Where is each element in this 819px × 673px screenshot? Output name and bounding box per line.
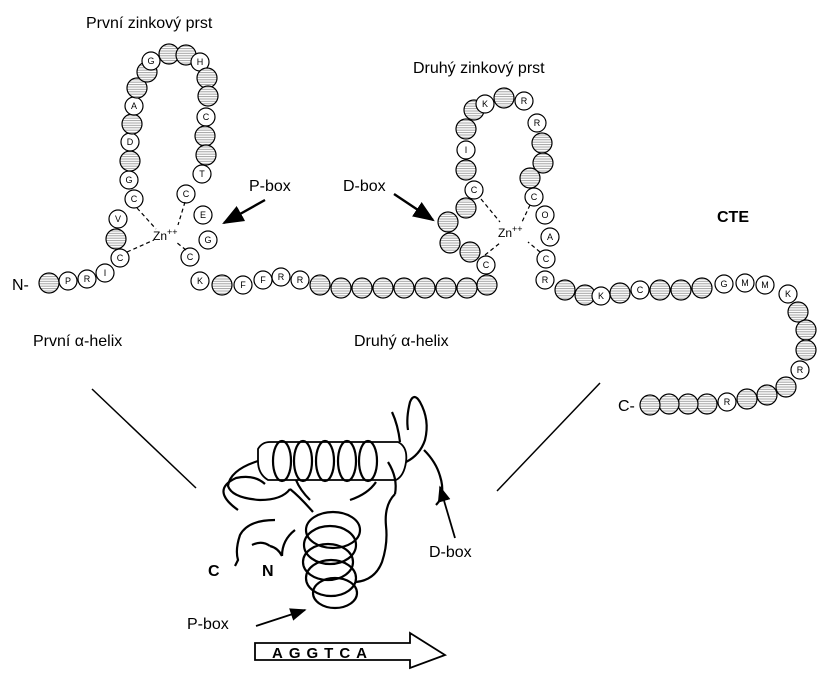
residue-label: C [543,254,550,264]
residue-label: R [534,118,541,128]
residue-label: I [104,268,107,278]
residue-label: M [761,280,769,290]
p-box-label-bottom: P-box [187,616,229,633]
second-zinc-finger-residues: C C I K R R C O A [438,88,559,289]
residue-label: C [131,194,138,204]
residue-label: G [720,279,727,289]
residue-label: K [197,276,203,286]
zinc-coordination-1: Zn++ [127,202,186,252]
residue-label: G [147,56,154,66]
cte-label: CTE [717,209,749,226]
residue-label: F [260,275,266,285]
residue-label: R [278,272,285,282]
dbd-3d-structure [223,397,442,608]
residue-label: K [785,289,791,299]
residue-label: O [541,210,548,220]
residue-label: R [542,275,549,285]
n-end-label: N [262,563,274,580]
residue-label: C [531,192,538,202]
residue-label: R [724,397,731,407]
residue-label: T [199,169,205,179]
residue-label: C [483,260,490,270]
second-helix-label: Druhý α-helix [354,333,449,350]
residue-label: C [471,185,478,195]
residue-label: M [741,278,749,288]
n-tail-residues: P R I C [39,249,129,293]
residue-label: V [115,214,121,224]
residue-label: I [465,145,468,155]
linker-residues: K F F R R [191,268,497,298]
residue-label: A [131,101,137,111]
first-finger-label: První zinkový prst [86,15,213,32]
residue-label: K [598,291,604,301]
cte-residues: K C G M M K R R [555,274,816,415]
first-helix-label: První α-helix [33,333,122,350]
d-box-label-top: D-box [343,178,386,195]
residue-label: C [183,189,190,199]
c-terminus-label: C- [618,398,635,415]
d-box-arrow-bottom [440,487,455,538]
residue-label: C [637,285,644,295]
residue-label: R [797,365,804,375]
residue-label: R [84,274,91,284]
c-end-label: C [208,563,220,580]
p-box-arrow-bottom [256,610,305,626]
residue-label: K [482,99,488,109]
residue-label: H [197,57,204,67]
second-finger-label: Druhý zinkový prst [413,60,545,77]
residue-label: C [117,253,124,263]
residue-label: C [187,252,194,262]
residue-label: R [297,275,304,285]
residue-label: F [240,280,246,290]
residue-label: C [203,112,210,122]
dna-sequence-label: AGGTCA [272,645,373,662]
p-box-label-top: P-box [249,178,291,195]
zinc-coordination-2: Zn++ [481,199,540,255]
residue-label: R [521,96,528,106]
n-terminus-label: N- [12,277,29,294]
connector-line-left [92,389,196,488]
residue-label: A [547,232,553,242]
residue-label: E [200,210,206,220]
zinc-label: Zn++ [498,224,523,240]
residue-label: P [65,276,71,286]
residue-label: G [125,175,132,185]
zinc-label: Zn++ [153,227,178,243]
dna-sequence-arrow: AGGTCA [255,633,445,668]
connector-line-right [497,383,600,491]
d-box-arrow [394,194,433,220]
residue-label: G [204,235,211,245]
residue-label: D [127,137,134,147]
p-box-arrow [224,200,265,223]
d-box-label-bottom: D-box [429,544,472,561]
